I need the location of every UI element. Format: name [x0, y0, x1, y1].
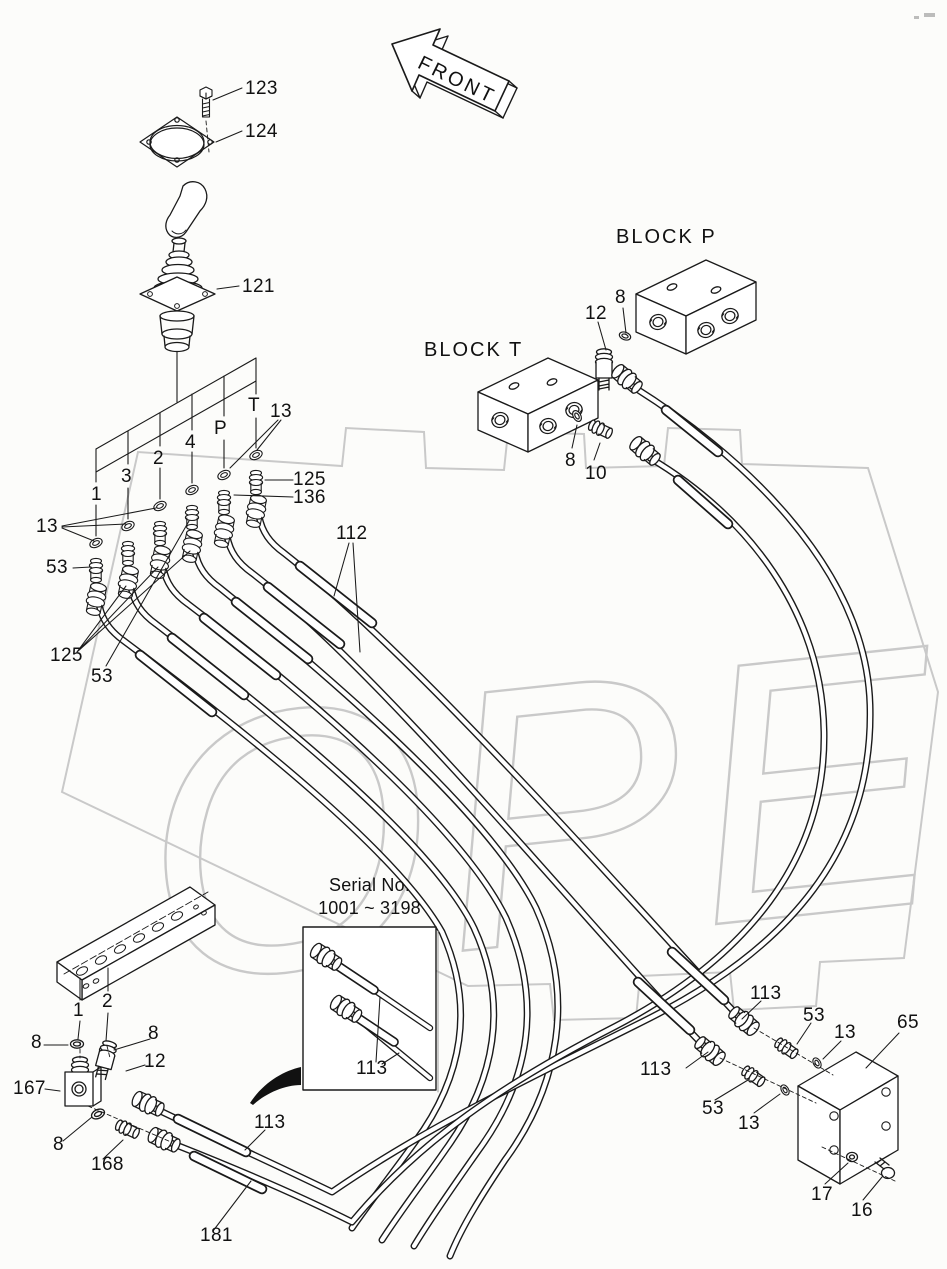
- port-label-4: 4: [185, 432, 196, 453]
- leader-lines: [43, 87, 900, 1232]
- part-label-13-right-upper: 13: [834, 1022, 856, 1043]
- part-label-121: 121: [242, 276, 275, 297]
- hose-112-c: [159, 563, 531, 1250]
- elbow-12-manifold: [94, 1040, 118, 1081]
- hose-113-to-block65-upper: [255, 512, 742, 1020]
- part-label-53-right-upper: 53: [803, 1005, 825, 1026]
- front-arrow: [391, 28, 518, 119]
- bolt-123: [199, 86, 213, 118]
- part-label-136: 136: [293, 487, 326, 508]
- port-label-1: 1: [91, 484, 102, 505]
- pointer-swoosh-icon: [250, 1067, 301, 1105]
- port-fan: [95, 351, 257, 537]
- port-label-3: 3: [121, 466, 132, 487]
- serial-box-range: 1001 ~ 3198: [318, 898, 421, 918]
- part-label-124: 124: [245, 121, 278, 142]
- hose-sleeves: [134, 404, 734, 1195]
- hose-bundle: [95, 512, 742, 1260]
- bolt-16: [874, 1157, 896, 1180]
- washer-17: [845, 1151, 859, 1163]
- part-label-65: 65: [897, 1012, 919, 1033]
- part-label-112: 112: [336, 523, 368, 544]
- manifold-drawing: [56, 886, 216, 1156]
- hose-loop-block-t: [162, 454, 828, 1226]
- elbow-block-167: [64, 1056, 102, 1107]
- oring-8-port1: [69, 1039, 85, 1049]
- port-label-p: P: [214, 418, 228, 439]
- joystick-121-drawing: [139, 181, 216, 353]
- connector-53-upper: [772, 1035, 801, 1062]
- hose-112-b: [127, 583, 498, 1244]
- watermark-gear-band: [60, 426, 940, 1022]
- hose-112-d: [191, 547, 562, 1260]
- part-label-10: 10: [585, 463, 607, 484]
- part-label-113-serialbox: 113: [356, 1058, 388, 1079]
- part-label-181: 181: [200, 1225, 233, 1246]
- connector-168: [113, 1117, 142, 1141]
- oring-13-lower: [778, 1082, 792, 1098]
- hose-loop-block-p: [148, 382, 874, 1196]
- part-label-13-right-lower: 13: [738, 1113, 760, 1134]
- connector-10: [586, 417, 615, 441]
- part-label-12-block-p: 12: [585, 303, 607, 324]
- part-label-8-lower: 8: [53, 1134, 64, 1155]
- part-label-8-block-t: 8: [565, 450, 576, 471]
- corner-smudge: [914, 13, 935, 19]
- port-label-t: T: [248, 395, 261, 416]
- part-label-8-manifold-left: 8: [31, 1032, 42, 1053]
- hose-113-to-block65-lower: [223, 532, 708, 1050]
- hose-loops: [148, 382, 874, 1226]
- part-label-8-manifold-right: 8: [148, 1023, 159, 1044]
- part-label-125-right: 125: [293, 469, 326, 490]
- assembly-dashed-lines: [79, 120, 896, 1182]
- block-p-title: BLOCK P: [616, 226, 717, 248]
- block-p-drawing: [594, 259, 757, 398]
- oring-8-block-p: [617, 329, 633, 343]
- block-t-drawing: [477, 357, 665, 470]
- port-label-2: 2: [153, 448, 164, 469]
- part-label-123: 123: [245, 78, 278, 99]
- part-label-53-left: 53: [46, 557, 68, 578]
- part-label-53-lower: 53: [91, 666, 113, 687]
- part-label-113-right-lower: 113: [640, 1059, 672, 1080]
- elbow-12-block-p: [594, 348, 614, 391]
- serial-box-title: Serial No.: [328, 875, 411, 895]
- oring-8-167: [89, 1106, 107, 1122]
- port-label-1-manifold: 1: [73, 1000, 84, 1021]
- part-label-17: 17: [811, 1184, 833, 1205]
- plate-124: [139, 116, 215, 168]
- hose-nut-181-bottomleft: [144, 1124, 184, 1156]
- part-label-113-right-upper: 113: [750, 983, 782, 1004]
- part-label-53-right-lower: 53: [702, 1098, 724, 1119]
- part-label-12-manifold: 12: [144, 1051, 166, 1072]
- hose-112-a: [95, 600, 465, 1232]
- port-label-2-manifold: 2: [102, 991, 113, 1012]
- part-label-113-bottomleft: 113: [254, 1112, 286, 1133]
- opex-watermark: OPEX: [60, 426, 947, 1062]
- block-65-assembly: [690, 1002, 899, 1185]
- part-label-167: 167: [13, 1078, 46, 1099]
- part-label-168: 168: [91, 1154, 124, 1175]
- part-label-8-block-p: 8: [615, 287, 626, 308]
- connector-53-lower: [739, 1063, 768, 1090]
- part-label-13-upper: 13: [270, 401, 292, 422]
- serial-box-drawing: [250, 926, 439, 1105]
- block-t-title: BLOCK T: [424, 339, 524, 361]
- part-label-13-left: 13: [36, 516, 58, 537]
- serial-box-hoses: [306, 939, 434, 1082]
- part-label-125-lower: 125: [50, 645, 83, 666]
- part-label-16: 16: [851, 1200, 873, 1221]
